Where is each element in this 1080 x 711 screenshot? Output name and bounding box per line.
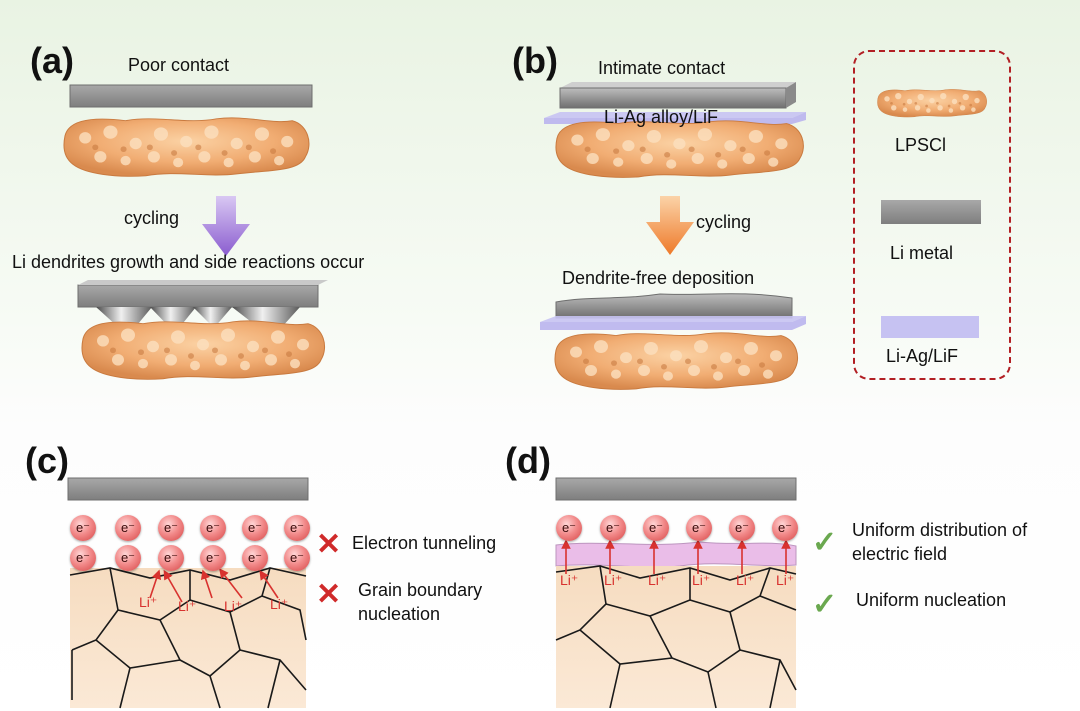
electrolyte-d <box>556 566 796 708</box>
li-metal-bar-b-bottom <box>555 293 793 319</box>
electron: e⁻ <box>284 545 310 571</box>
li-metal-bar-c <box>67 477 309 501</box>
cycling-arrow-a <box>202 196 250 256</box>
grain-boundaries-c <box>69 567 307 709</box>
legend-label-li-metal: Li metal <box>890 243 954 263</box>
electron: e⁻ <box>600 515 626 541</box>
dendrite-growth-text: Li dendrites growth and side reactions o… <box>12 252 365 272</box>
interlayer-text: Li-Ag alloy/LiF <box>604 107 719 127</box>
li-ion-arrows-d <box>561 539 791 574</box>
electrolyte-c <box>70 568 306 708</box>
lpscl-a-top <box>63 117 310 177</box>
electron: e⁻ <box>200 515 226 541</box>
electron: e⁻ <box>686 515 712 541</box>
electron: e⁻ <box>70 515 96 541</box>
electron-tunneling-text: Electron tunneling <box>352 533 497 553</box>
li-ion-label: Li⁺ <box>736 572 755 588</box>
grain-boundaries-d <box>555 565 797 709</box>
cross-icon: ✕ <box>316 578 342 611</box>
cross-icon: ✕ <box>316 528 342 561</box>
electron: e⁻ <box>643 515 669 541</box>
check-icon: ✓ <box>812 526 838 559</box>
electron: e⁻ <box>729 515 755 541</box>
li-ion-label: Li⁺ <box>560 572 579 588</box>
li-ion-arrows-c <box>149 568 279 603</box>
li-ion-label: Li⁺ <box>178 598 197 614</box>
li-ion-label: Li⁺ <box>776 572 795 588</box>
uniform-nucleation-text: Uniform nucleation <box>856 590 1007 610</box>
poor-contact-text: Poor contact <box>128 55 230 75</box>
cycling-text-b: cycling <box>696 212 752 232</box>
legend-interlayer-swatch <box>881 316 979 338</box>
interlayer-b-top <box>544 112 806 124</box>
li-ion-label: Li⁺ <box>692 572 711 588</box>
panel-d-label: (d) <box>505 440 551 481</box>
legend-li-metal-swatch <box>881 200 981 224</box>
lpscl-b-top <box>555 120 804 178</box>
li-metal-bar-b-top <box>559 87 787 109</box>
legend-label-lpscl: LPSCl <box>895 135 947 155</box>
dendrite-free-text: Dendrite-free deposition <box>562 268 755 288</box>
check-icon: ✓ <box>812 588 838 621</box>
lpscl-a-bottom <box>81 320 326 380</box>
cycling-arrow-b <box>646 196 694 255</box>
legend-label-interlayer: Li-Ag/LiF <box>886 346 959 366</box>
legend-frame <box>853 50 1011 380</box>
li-ion-label: Li⁺ <box>270 596 289 612</box>
electron: e⁻ <box>158 515 184 541</box>
electron: e⁻ <box>772 515 798 541</box>
li-ion-label: Li⁺ <box>224 598 243 614</box>
li-metal-bar-a-top <box>69 84 313 108</box>
intimate-contact-text: Intimate contact <box>598 58 726 78</box>
electron: e⁻ <box>556 515 582 541</box>
electron: e⁻ <box>284 515 310 541</box>
electron: e⁻ <box>115 515 141 541</box>
li-ion-label: Li⁺ <box>648 572 667 588</box>
panel-a-label: (a) <box>30 40 74 81</box>
interlayer-d <box>555 541 797 568</box>
lpscl-b-bottom <box>554 332 799 390</box>
panel-b-label: (b) <box>512 40 558 81</box>
electron: e⁻ <box>158 545 184 571</box>
electron: e⁻ <box>242 515 268 541</box>
electron: e⁻ <box>115 545 141 571</box>
panel-c-label: (c) <box>25 440 69 481</box>
electron: e⁻ <box>70 545 96 571</box>
electron: e⁻ <box>200 545 226 571</box>
grain-boundary-text: Grain boundary nucleation <box>358 580 483 624</box>
li-metal-bar-d <box>555 477 797 501</box>
uniform-field-text: Uniform distribution of electric field <box>852 520 1028 564</box>
li-ion-label: Li⁺ <box>604 572 623 588</box>
interlayer-b-bottom <box>540 316 806 330</box>
cycling-text-a: cycling <box>124 208 180 228</box>
li-ion-label: Li⁺ <box>139 594 158 610</box>
electron: e⁻ <box>242 545 268 571</box>
